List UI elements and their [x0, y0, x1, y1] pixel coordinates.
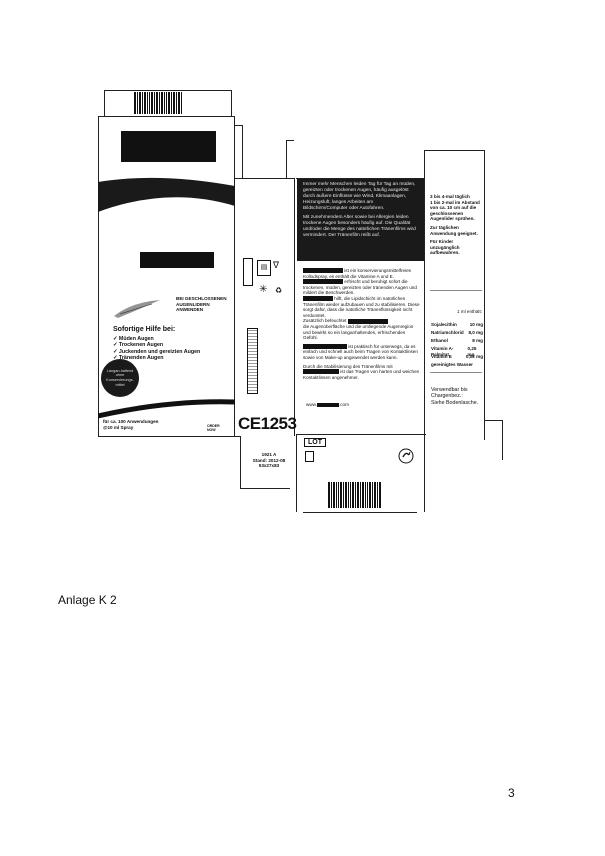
front-headline: Sofortige Hilfe bei: [113, 326, 176, 333]
front-footer-left: für ca. 100 Anwendungen @10 ml Spray [103, 419, 159, 430]
bottom-barcode [328, 482, 381, 508]
front-swoosh-graphic [98, 177, 235, 212]
benefit-item: ✓ Trockenen Augen [113, 342, 164, 349]
back-description: ist ein konservierungsmittelfreies Kollo… [303, 268, 420, 380]
ingredient-table-header: 1 ml enthält: [456, 309, 482, 314]
benefit-item: ✓ Juckenden und gereizten Augen [113, 348, 201, 355]
usage-note-line: BEI GESCHLOSSENEN [176, 296, 227, 301]
usage-note-line: ANWENDEN [176, 307, 204, 313]
back-dark-header: Immer mehr Menschen leiden Tag für Tag a… [297, 179, 424, 261]
hourglass-icon [305, 451, 314, 462]
benefit-item: ✓ Müden Augen [113, 336, 154, 342]
expiry-section: Verwendbar bis Chargenbez.: Siehe Bodenl… [431, 387, 479, 406]
sun-icon: ✳ [259, 284, 268, 295]
recycle-icon: ♻ [275, 286, 283, 295]
benefits-list: ✓ Müden Augen ✓ Trockenen Augen ✓ Jucken… [113, 336, 233, 362]
badge-text: Langan-haltend ohne Konservierungs-mitte… [106, 368, 134, 387]
side-symbols-group: ▤ ∇ ✳ ♻ [243, 258, 291, 328]
annex-label: Anlage K 2 [58, 593, 117, 607]
feather-graphic [114, 300, 160, 318]
dosage-section: 3 bis 4-mal täglich 1 bis 2-mal im Absta… [430, 194, 480, 256]
product-name-redacted-block [140, 252, 214, 268]
page-number: 3 [508, 786, 515, 800]
second-paragraph: Mit zunehmendem Alter sowie bei Allergie… [303, 215, 416, 238]
book-icon: ▤ [257, 260, 271, 276]
usage-note: BEI GESCHLOSSENEN AUGENLIDERN ANWENDEN [176, 296, 232, 313]
brand-redacted-block [121, 131, 216, 162]
ingredient-row: gereinigtes Wasser [431, 362, 473, 367]
badge-circle: Langan-haltend ohne Konservierungs-mitte… [101, 359, 139, 397]
website: www..com [306, 402, 349, 407]
green-dot-icon [398, 448, 414, 464]
lot-box: LOT [304, 438, 326, 447]
side-footer: 1921 A Stand: 2012-08 53x27x83 [252, 452, 286, 469]
sterile-label [243, 258, 253, 286]
front-footer-right: ORDER NOW [207, 424, 220, 432]
benefit-item: ✓ Tränenden Augen [113, 355, 164, 362]
temperature-icon: ∇ [273, 260, 280, 270]
top-barcode [134, 92, 182, 114]
intro-paragraph: Immer mehr Menschen leiden Tag für Tag a… [303, 182, 416, 211]
front-bottom-swoosh [98, 399, 235, 419]
ce-mark: CE1253 [238, 414, 297, 433]
usage-note-line: AUGENLIDERN [176, 301, 210, 307]
side-vertical-box [247, 328, 258, 394]
